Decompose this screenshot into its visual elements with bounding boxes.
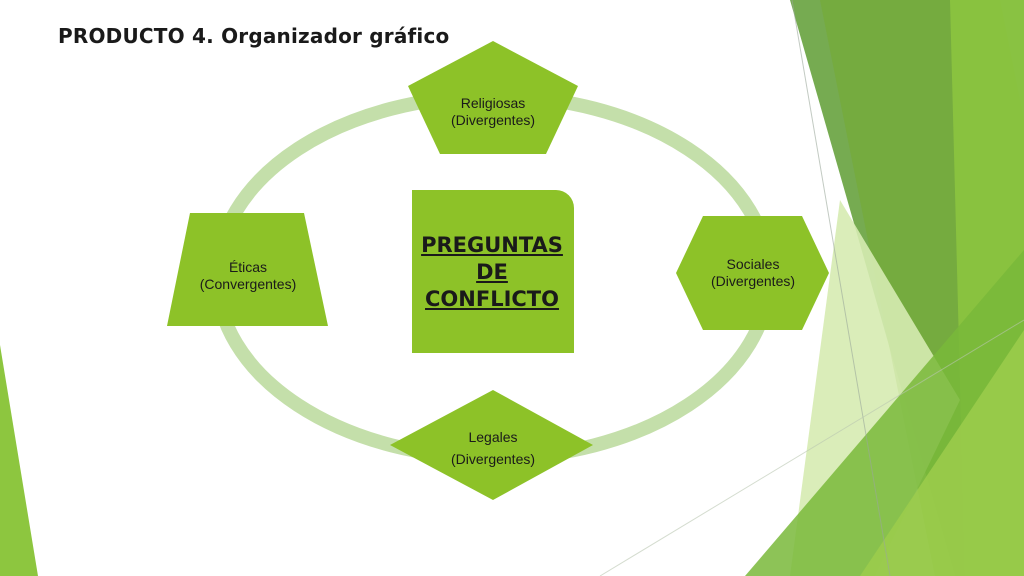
decor-line-2 bbox=[599, 319, 1024, 576]
node-legales-label: Legales (Divergentes) bbox=[423, 426, 563, 470]
center-box bbox=[412, 190, 574, 353]
node-legales-type: (Divergentes) bbox=[450, 451, 536, 467]
node-eticas-label: Éticas (Convergentes) bbox=[177, 259, 319, 293]
node-eticas-trapezoid bbox=[167, 213, 328, 326]
node-eticas-name: Éticas bbox=[228, 259, 268, 275]
node-religiosas-type: (Divergentes) bbox=[450, 112, 536, 128]
decor-line-1 bbox=[791, 0, 891, 576]
node-sociales-name: Sociales bbox=[726, 256, 780, 272]
node-religiosas-label: Religiosas (Divergentes) bbox=[423, 95, 563, 129]
node-legales-name: Legales bbox=[468, 429, 518, 445]
node-sociales-hexagon bbox=[676, 216, 829, 330]
node-religiosas-name: Religiosas bbox=[460, 95, 526, 111]
decor-triangle-low2 bbox=[860, 330, 1024, 576]
node-eticas-type: (Convergentes) bbox=[199, 276, 297, 292]
center-label-line2: DE bbox=[476, 260, 508, 284]
node-sociales-type: (Divergentes) bbox=[710, 273, 796, 289]
decor-left-triangle bbox=[0, 345, 38, 576]
center-label-line3: CONFLICTO bbox=[425, 287, 559, 311]
center-label: PREGUNTAS DE CONFLICTO bbox=[412, 232, 572, 313]
node-legales-diamond bbox=[390, 390, 593, 500]
node-religiosas-pentagon bbox=[408, 41, 578, 154]
node-sociales-label: Sociales (Divergentes) bbox=[683, 256, 823, 290]
center-label-line1: PREGUNTAS bbox=[421, 233, 563, 257]
slide-title: PRODUCTO 4. Organizador gráfico bbox=[58, 24, 450, 48]
